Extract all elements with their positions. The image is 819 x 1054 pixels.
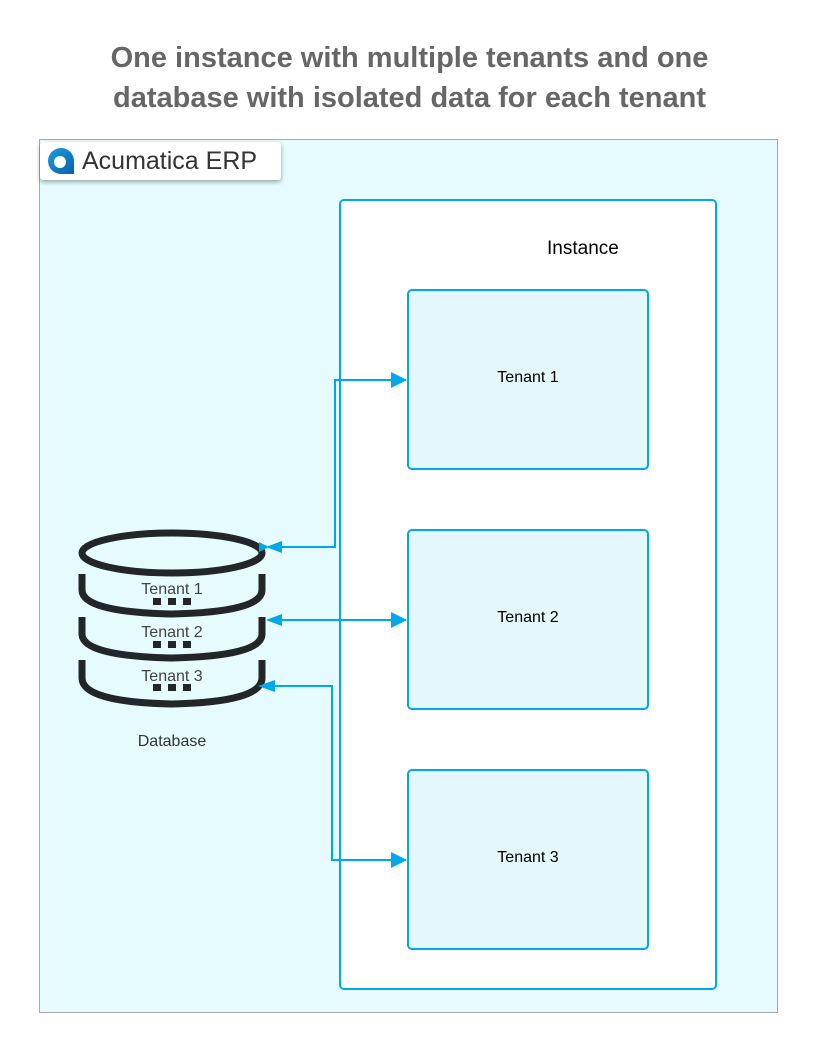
connector-tenant-2-start-arrow	[266, 614, 282, 626]
title-line-1: One instance with multiple tenants and o…	[110, 42, 709, 74]
tenant-box-2[interactable]	[407, 529, 649, 710]
connector-tenant-3	[262, 685, 407, 868]
instance-label: Instance	[547, 238, 619, 259]
database-icon	[78, 529, 266, 708]
database-row-dots	[153, 598, 191, 691]
connector-tenant-1-start-arrow	[266, 541, 282, 553]
container-label: Acumatica ERP	[82, 146, 258, 175]
db-segment-tenant-2: Tenant 2	[141, 624, 203, 641]
container-label-badge: Acumatica ERP	[40, 142, 281, 180]
database-label: Database	[137, 733, 207, 750]
diagram-title: One instance with multiple tenants and o…	[0, 38, 819, 118]
tenant-2-label: Tenant 2	[497, 609, 559, 626]
tenant-1-label: Tenant 1	[497, 369, 559, 386]
title-line-2: database with isolated data for each ten…	[112, 82, 707, 114]
acumatica-logo-icon	[48, 148, 74, 174]
tenant-3-label: Tenant 3	[497, 849, 559, 866]
connector-tenant-3-start-arrow	[258, 680, 275, 692]
connector-tenant-1	[259, 372, 407, 552]
tenant-box-1[interactable]	[407, 289, 649, 470]
db-segment-tenant-1: Tenant 1	[141, 581, 203, 598]
db-segment-tenant-3: Tenant 3	[141, 668, 203, 685]
tenant-box-3[interactable]	[407, 769, 649, 950]
